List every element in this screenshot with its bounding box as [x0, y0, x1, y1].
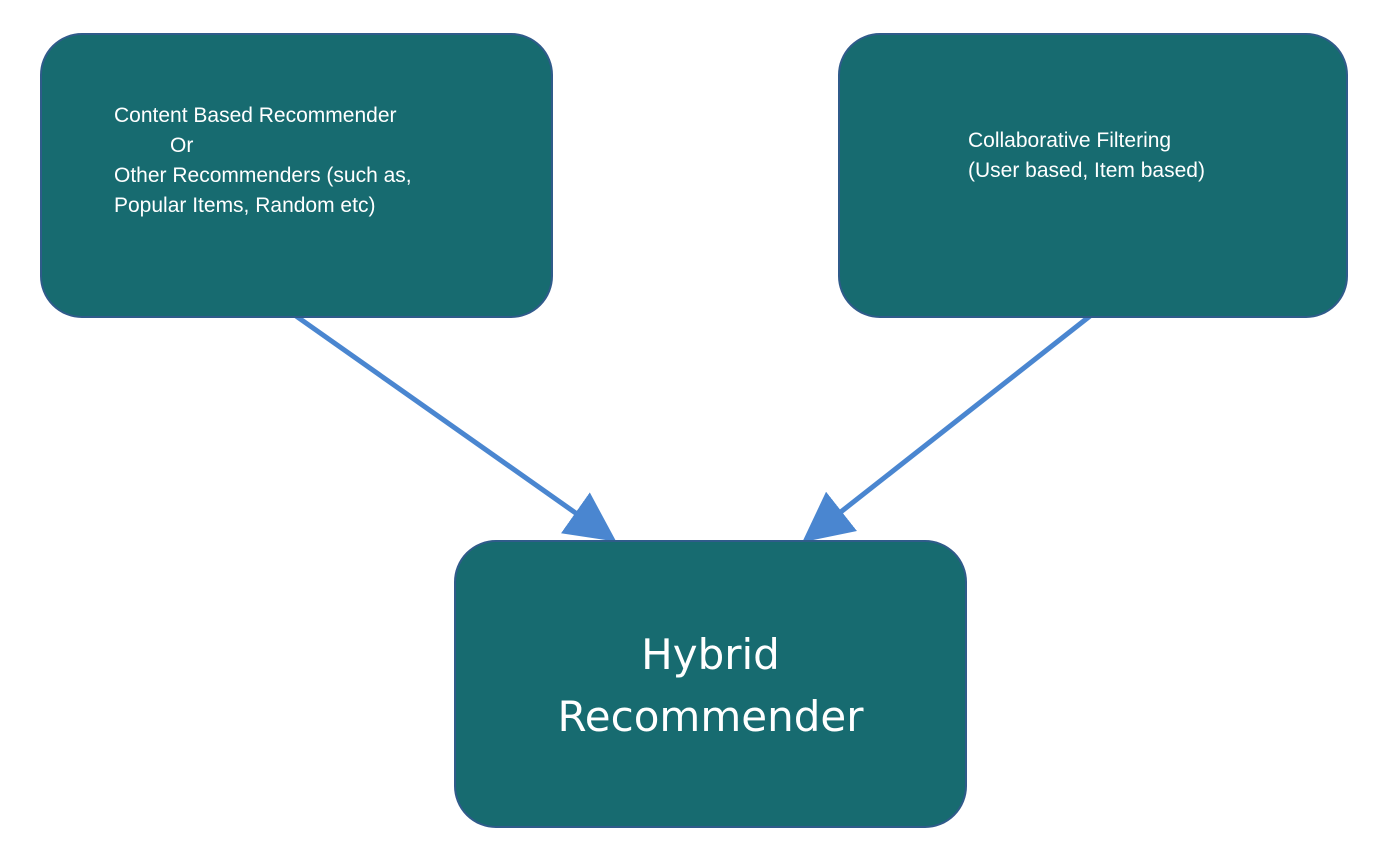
hybrid-recommender-node: Hybrid Recommender: [454, 540, 967, 828]
hybrid-line-2: Recommender: [557, 692, 864, 741]
content-based-line-1: Content Based Recommender: [114, 104, 397, 127]
arrow-collaborative-to-hybrid: [802, 314, 1092, 543]
content-based-label: Content Based Recommender Or Other Recom…: [114, 101, 412, 221]
content-based-line-3: Other Recommenders (such as,: [114, 164, 412, 187]
hybrid-label: Hybrid Recommender: [456, 624, 965, 748]
hybrid-line-1: Hybrid: [641, 630, 780, 679]
content-based-line-2: Or: [170, 134, 194, 157]
collaborative-filtering-node: Collaborative Filtering (User based, Ite…: [838, 33, 1348, 318]
collaborative-line-1: Collaborative Filtering: [968, 129, 1172, 152]
collaborative-line-2: (User based, Item based): [968, 159, 1205, 182]
arrow-content-to-hybrid: [294, 313, 617, 542]
collaborative-label: Collaborative Filtering (User based, Ite…: [968, 126, 1205, 186]
content-based-line-4: Popular Items, Random etc): [114, 194, 376, 217]
content-based-recommender-node: Content Based Recommender Or Other Recom…: [40, 33, 553, 318]
